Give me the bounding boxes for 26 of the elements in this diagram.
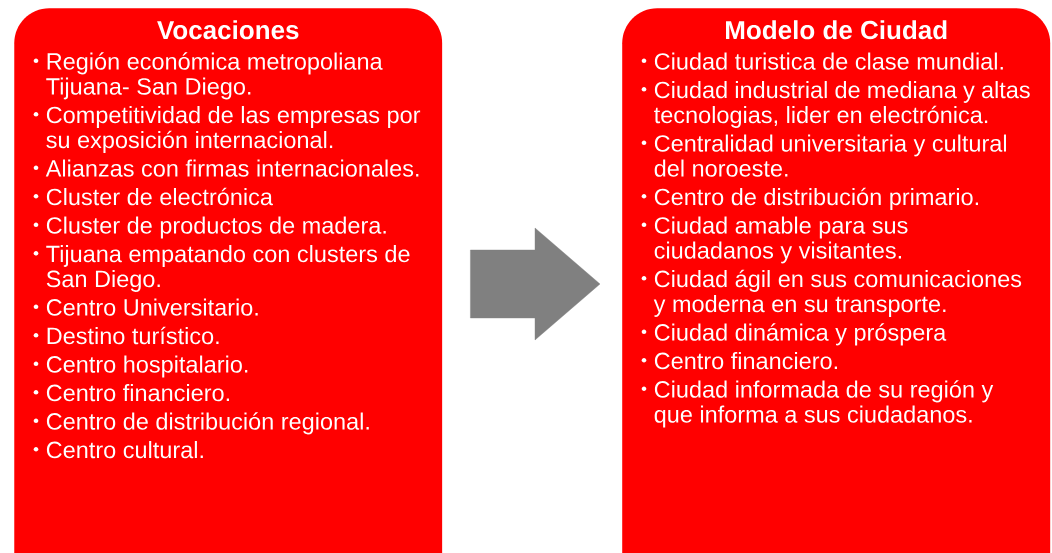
list-item-text: Centro hospitalario. bbox=[46, 355, 248, 378]
list-item-text: Centro financiero. bbox=[654, 352, 837, 370]
list-item-text: Centro financiero. bbox=[46, 384, 229, 402]
list-item-text: Tijuana empatando con clusters de San Diego. bbox=[46, 245, 410, 292]
list-item-text: Ciudad ágil en sus comunicaciones y moderna en su transporte. bbox=[653, 269, 1022, 317]
rounded-box bbox=[622, 8, 1051, 553]
rounded-box bbox=[14, 8, 443, 553]
list-item-text: Centro de distribución primario. bbox=[654, 187, 978, 210]
heading: Modelo de Ciudad bbox=[726, 20, 947, 40]
list-item-text: Ciudad industrial de mediana y altas tecnologias, lider en electrónica. bbox=[654, 81, 1030, 128]
list-item-text: Alianzas con firmas internacionales. bbox=[45, 159, 419, 177]
list-item-text: Centralidad universitaria y cultural del noroeste. bbox=[654, 134, 1006, 177]
list-item-text: Destino turístico. bbox=[47, 326, 219, 345]
list-item-text: Centro cultural. bbox=[46, 441, 203, 459]
list-item-text: Cluster de productos de madera. bbox=[46, 216, 386, 239]
list-item-text: Cluster de electrónica bbox=[46, 187, 273, 206]
block-arrow bbox=[470, 227, 601, 341]
heading: Vocaciones bbox=[157, 20, 299, 40]
list-item-text: Ciudad turistica de clase mundial. bbox=[654, 52, 1003, 70]
list-item-text: Región económica metropoliana Tijuana- San Diego. bbox=[46, 52, 383, 100]
list-item-text: Ciudad dinámica y próspera bbox=[654, 323, 947, 346]
list-item-text: Centro de distribución regional. bbox=[46, 412, 369, 435]
list-item-text: Ciudad amable para sus ciudadanos y visitantes. bbox=[654, 216, 908, 264]
list-item-text: Centro Universitario. bbox=[46, 298, 258, 316]
list-item-text: Competitividad de las empresas por su exposición internacional. bbox=[46, 106, 421, 153]
list-item-text: Ciudad informada de su región y que informa a sus ciudadanos. bbox=[654, 380, 994, 428]
